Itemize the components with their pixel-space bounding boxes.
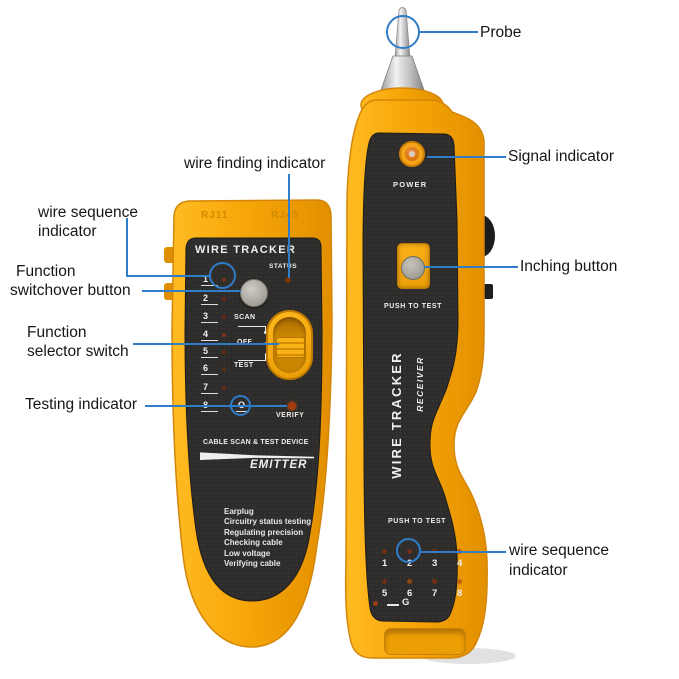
channel-led: [222, 315, 226, 319]
signal-led-core: [409, 151, 415, 157]
selector-switch-knob: [276, 337, 305, 358]
switch-position-dot: [264, 331, 267, 334]
pin-number-3: 3: [432, 558, 438, 569]
probe-highlight-circle: [386, 15, 420, 49]
scan-position-line: [265, 326, 266, 332]
wire-sequence-indicator-left-label-line1: wire sequence: [38, 204, 138, 221]
feature-item: Earplug: [224, 507, 254, 516]
selector-leader-line: [133, 343, 279, 345]
inching-leader-line: [424, 266, 518, 268]
wire-sequence-indicator-left-label-line2: indicator: [38, 223, 97, 240]
receiver-face-panel: [362, 132, 459, 623]
testing-leader-line: [145, 405, 287, 407]
channel-number-7: 7: [201, 382, 218, 394]
probe-label: Probe: [480, 24, 522, 41]
wire-finding-indicator-label: wire finding indicator: [184, 155, 326, 172]
channel-led: [222, 386, 226, 390]
status-label: STATUS: [269, 263, 298, 270]
channel-number-1: 1: [201, 274, 218, 286]
pin-led-8: [457, 579, 462, 584]
pin-number-2: 2: [407, 558, 413, 569]
verify-label: VERIFY: [276, 412, 305, 419]
function-switchover-button: [240, 279, 268, 307]
wire-sequence-highlight-circle-right: [396, 538, 421, 563]
signal-indicator-led: [399, 141, 425, 167]
channel-number-4: 4: [201, 329, 218, 341]
pin-number-4: 4: [457, 558, 463, 569]
channel-number-2: 2: [201, 293, 218, 305]
wire-sequence-left-leader-horizontal: [126, 275, 211, 277]
pin-led-5: [382, 579, 387, 584]
test-position-line: [265, 355, 266, 361]
probe-leader-line: [420, 31, 478, 33]
push-to-test-top: PUSH TO TEST: [384, 303, 443, 310]
emitter-title: WIRE TRACKER: [195, 244, 297, 256]
ground-label: G: [402, 597, 410, 608]
ground-dash: [387, 604, 399, 606]
verify-led: [288, 402, 296, 410]
feature-item: Low voltage: [224, 548, 271, 558]
emitter-feature-list: Earplug Circuitry status testing Regulat…: [224, 507, 311, 569]
emitter-device-line: CABLE SCAN & TEST DEVICE: [203, 439, 309, 446]
feature-item: Regulating precision: [224, 527, 304, 537]
pin-number-5: 5: [382, 588, 388, 599]
function-selector-switch: [266, 310, 313, 380]
swoosh-graphic: [200, 452, 314, 460]
switch-label-off: OFF: [237, 339, 252, 346]
function-switchover-button-label-line1: Function: [16, 263, 76, 280]
channel-number-3: 3: [201, 311, 218, 323]
channel-number-6: 6: [201, 363, 218, 375]
channel-led: [222, 350, 226, 354]
emitter-port-label-rj11: RJ11: [201, 210, 229, 221]
testing-indicator-label: Testing indicator: [25, 396, 138, 413]
switch-label-scan: SCAN: [234, 314, 256, 321]
test-position-line: [238, 360, 266, 361]
status-led: [285, 277, 291, 283]
switchover-leader-line: [142, 290, 241, 292]
pin-number-1: 1: [382, 558, 388, 569]
function-selector-switch-label-line1: Function: [27, 324, 87, 341]
channel-led: [222, 367, 226, 371]
emitter-name: EMITTER: [250, 459, 308, 471]
push-to-test-bottom: PUSH TO TEST: [388, 518, 447, 525]
signal-leader-line: [427, 156, 506, 158]
function-switchover-button-label-line2: switchover button: [10, 282, 131, 299]
signal-indicator-label: Signal indicator: [508, 148, 614, 165]
wire-sequence-right-leader-line: [421, 551, 506, 553]
pin-led-1: [382, 549, 387, 554]
wire-sequence-indicator-right-label-line1: wire sequence: [509, 542, 609, 559]
feature-item: Circuitry status testing: [224, 517, 312, 527]
switch-label-test: TEST: [234, 362, 254, 369]
power-label: POWER: [393, 180, 428, 189]
pin-led-7: [432, 579, 437, 584]
wire-sequence-highlight-circle-left: [209, 262, 236, 289]
feature-item: Verifying cable: [224, 559, 281, 569]
wire-sequence-indicator-right-label-line2: indicator: [509, 562, 568, 579]
feature-item: Checking cable: [224, 538, 283, 548]
scan-position-line: [238, 326, 266, 327]
emitter-port-label-rj45: RJ45: [271, 210, 299, 221]
function-selector-switch-label-line2: selector switch: [27, 343, 129, 360]
inching-button: [401, 256, 425, 280]
receiver-bottom-inset: [384, 628, 466, 655]
ground-led: [373, 601, 378, 606]
wire-sequence-left-leader-vertical: [126, 218, 128, 277]
channel-led: [222, 297, 226, 301]
receiver-subtitle-vertical: RECEIVER: [415, 356, 425, 412]
pin-number-8: 8: [457, 588, 463, 599]
inching-button-label: Inching button: [520, 258, 618, 275]
receiver-title-vertical: WIRE TRACKER: [389, 351, 404, 479]
channel-number-5: 5: [201, 346, 218, 358]
pin-number-6: 6: [407, 588, 413, 599]
pin-number-7: 7: [432, 588, 438, 599]
wire-finding-leader-line: [288, 174, 290, 278]
channel-led: [222, 333, 226, 337]
pin-led-6: [407, 579, 412, 584]
